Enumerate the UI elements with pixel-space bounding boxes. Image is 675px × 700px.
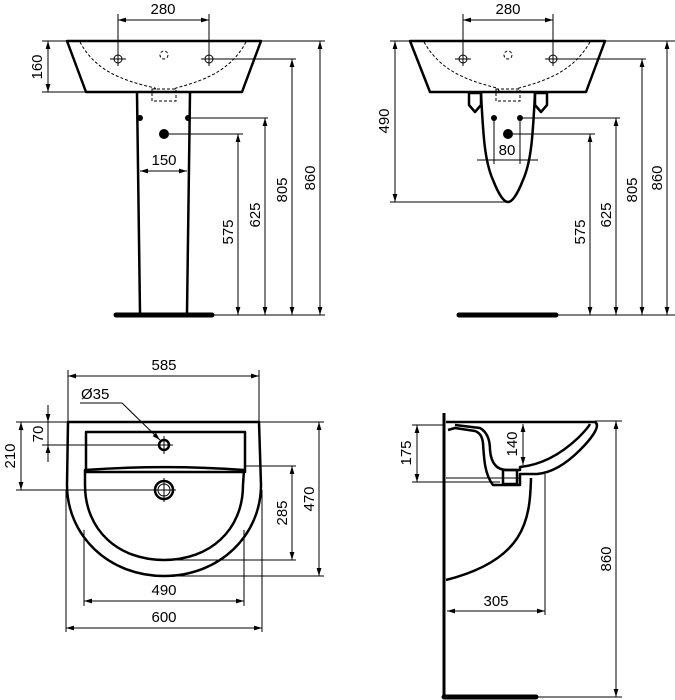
dim-tap-height: 805 xyxy=(624,177,641,202)
dim-tap-spacing: 280 xyxy=(150,1,175,18)
waste-hidden xyxy=(495,88,521,102)
dim-hole-spacing: 80 xyxy=(499,142,516,159)
dim-bowl-depth: 140 xyxy=(504,431,521,456)
waste-hidden xyxy=(151,88,177,102)
fix-hole-left-icon xyxy=(137,115,143,121)
bowl-hidden-line xyxy=(79,41,247,93)
dim-waste-height: 575 xyxy=(220,219,237,244)
dim-pedestal-spacing: 150 xyxy=(151,152,176,169)
dim-total-height: 860 xyxy=(302,165,319,190)
dim-fixing-height: 625 xyxy=(247,202,264,227)
dim-waste-offset: 210 xyxy=(2,443,19,468)
fix-hole-right-icon xyxy=(185,115,191,121)
tap-hole-icon xyxy=(155,436,173,454)
basin-section-inner xyxy=(454,423,592,472)
bowl xyxy=(83,465,246,562)
dim-wall-projection: 305 xyxy=(483,593,508,610)
waste-section xyxy=(501,468,519,486)
bowl-hidden-line xyxy=(423,41,591,93)
dim-tap-spacing: 280 xyxy=(495,1,520,18)
dim-rim-height: 175 xyxy=(398,440,415,465)
dim-overall-width: 600 xyxy=(151,609,176,626)
front-pedestal-view: 280 160 150 575 625 805 860 xyxy=(29,1,325,318)
dim-tap-offset: 70 xyxy=(30,426,47,443)
dim-overall-depth: 470 xyxy=(301,486,318,511)
dim-bowl-depth: 285 xyxy=(274,500,291,525)
semi-pedestal-section xyxy=(445,477,533,582)
dim-bowl-width: 490 xyxy=(151,582,176,599)
dim-tap-diameter: Ø35 xyxy=(81,386,109,403)
dim-waste-height: 575 xyxy=(572,219,589,244)
dim-semi-pedestal-height: 490 xyxy=(376,108,393,133)
pedestal-right xyxy=(185,92,192,314)
basin-outline xyxy=(408,39,607,94)
side-view: 175 140 860 305 xyxy=(398,413,622,700)
waste-outlet-icon xyxy=(503,129,513,139)
dim-total-height: 860 xyxy=(649,165,666,190)
dim-tap-height: 805 xyxy=(274,177,291,202)
bracket-left xyxy=(467,91,483,114)
center-hole-icon xyxy=(159,50,169,60)
dim-fixing-height: 625 xyxy=(598,202,615,227)
front-semi-pedestal-view: 280 490 80 575 625 805 860 xyxy=(376,1,675,318)
dim-total-height: 860 xyxy=(598,546,615,571)
basin-outline xyxy=(65,39,263,94)
top-view: 585 Ø35 70 210 285 470 490 xyxy=(2,357,324,632)
pedestal-left xyxy=(135,92,142,314)
bracket-right xyxy=(533,91,549,114)
waste-outlet-icon xyxy=(159,129,169,139)
basin-section-outer xyxy=(446,420,599,487)
waste-icon xyxy=(152,478,176,502)
center-hole-icon xyxy=(503,50,513,60)
dim-upper-width: 585 xyxy=(151,357,176,374)
dim-basin-height: 160 xyxy=(29,54,46,79)
